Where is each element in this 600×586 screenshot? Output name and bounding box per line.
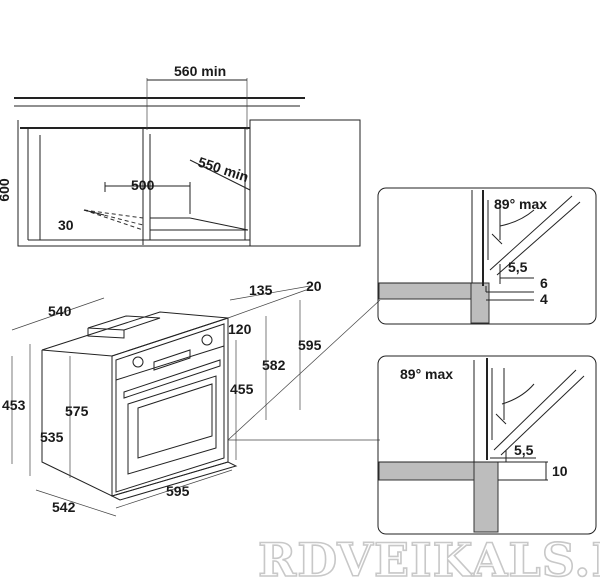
offset-20-label: 20 <box>306 278 322 294</box>
oven-top-width-label: 540 <box>48 303 72 319</box>
vent-angle-label: 30 <box>58 217 74 233</box>
detail-top-dim-6: 6 <box>540 275 548 291</box>
cabinet-drawing <box>14 78 361 247</box>
detail-bottom-angle-label: 89° max <box>400 366 453 382</box>
top-gap-label: 120 <box>228 321 252 337</box>
detail-bottom-gap-label: 5,5 <box>514 442 534 458</box>
cabinet-depth-label: 550 min <box>196 154 251 185</box>
detail-bottom-dim-10: 10 <box>552 463 568 479</box>
body-455-label: 455 <box>230 381 254 397</box>
side-453-label: 453 <box>2 397 26 413</box>
side-535-label: 535 <box>40 429 64 445</box>
cabinet-width-label: 560 min <box>174 63 226 79</box>
detail-top-dim-4: 4 <box>540 291 548 307</box>
vent-width-label: 500 <box>131 177 155 193</box>
front-width-label: 595 <box>166 483 190 499</box>
cabinet-height-label: 600 <box>0 178 12 202</box>
offset-135-label: 135 <box>249 282 273 298</box>
watermark-text: RDVEIKALS.LV <box>258 533 600 586</box>
side-575-label: 575 <box>65 403 89 419</box>
detail-top-gap-label: 5,5 <box>508 259 528 275</box>
body-582-label: 582 <box>262 357 286 373</box>
detail-top-panel <box>377 187 597 325</box>
total-height-label: 595 <box>298 337 322 353</box>
bottom-depth-label: 542 <box>52 499 76 515</box>
detail-top-angle-label: 89° max <box>494 196 547 212</box>
oven-drawing <box>11 285 381 517</box>
detail-bottom-panel <box>377 355 597 535</box>
